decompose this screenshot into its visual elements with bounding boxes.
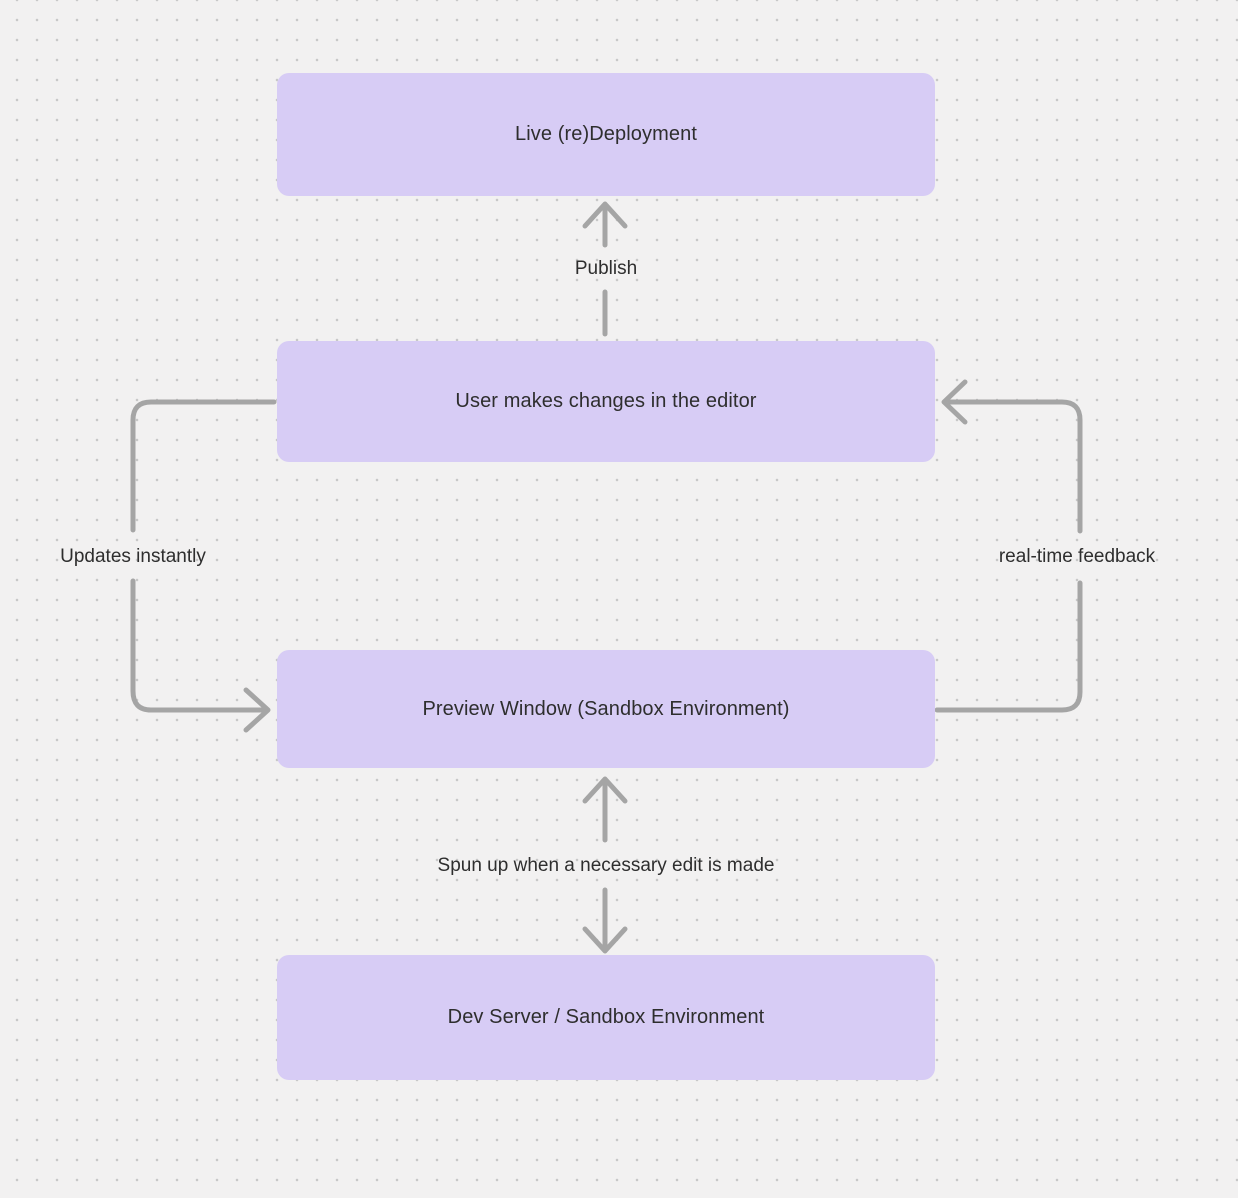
node-live-redeployment: Live (re)Deployment [277, 73, 935, 196]
node-preview-window-label: Preview Window (Sandbox Environment) [422, 697, 790, 720]
node-live-redeployment-label: Live (re)Deployment [515, 123, 697, 145]
node-user-editor: User makes changes in the editor [277, 341, 935, 462]
sandbox-spinup-up-arrow [582, 776, 628, 843]
edge-label-publish: Publish [574, 258, 638, 279]
arrow-left-head-icon [941, 379, 968, 425]
arrow-up-head-icon [582, 201, 628, 229]
edge-label-spun-up: Spun up when a necessary edit is made [437, 855, 775, 876]
node-user-editor-label: User makes changes in the editor [455, 390, 757, 412]
edge-label-realtime-feedback: real-time feedback [998, 546, 1156, 567]
arrow-right-head-icon [243, 687, 271, 733]
node-dev-server-label: Dev Server / Sandbox Environment [447, 1006, 765, 1028]
node-dev-server: Dev Server / Sandbox Environment [277, 955, 935, 1080]
arrow-up-head-icon [582, 776, 628, 804]
arrow-down-head-icon [582, 926, 628, 954]
sandbox-spinup-down-arrow [582, 887, 628, 954]
node-preview-window: Preview Window (Sandbox Environment) [277, 650, 935, 768]
edge-label-updates-instantly: Updates instantly [60, 546, 206, 567]
